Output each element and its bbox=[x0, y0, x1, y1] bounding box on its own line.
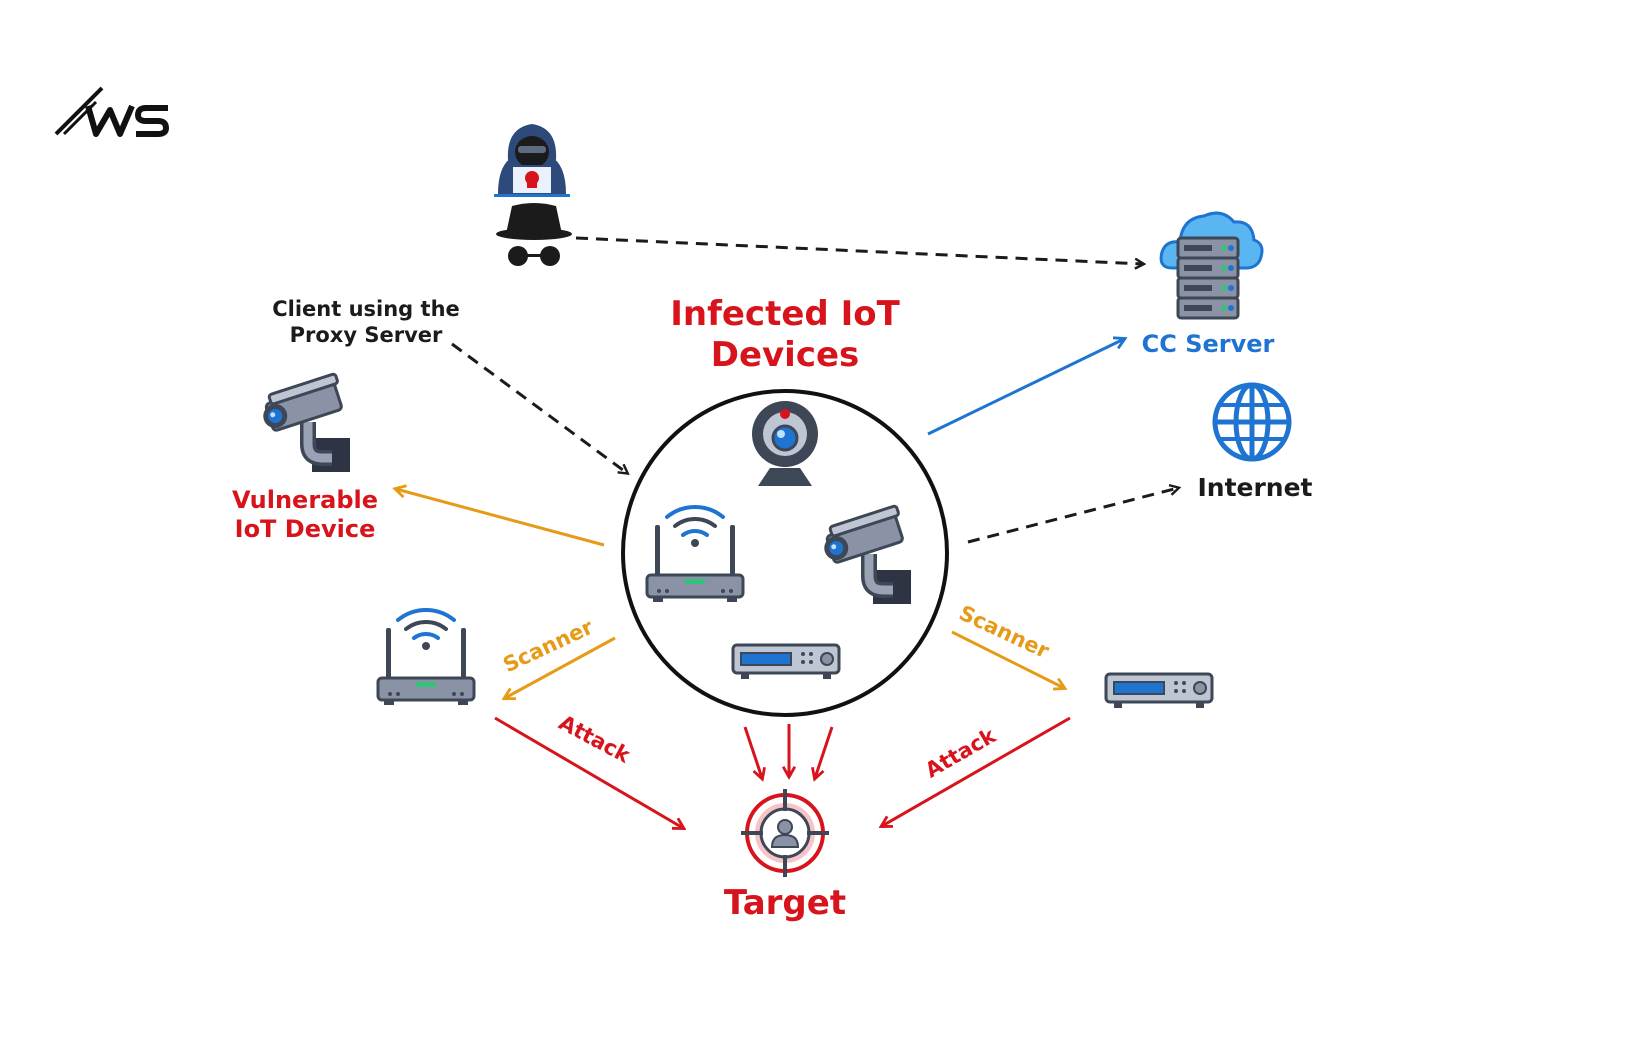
vulnerable-label-line1: Vulnerable bbox=[231, 486, 379, 514]
client-label-line1: Client using the bbox=[272, 297, 460, 321]
target-icon bbox=[741, 789, 829, 877]
edge-attack-right bbox=[882, 716, 1071, 826]
edge-devices-to-cc bbox=[927, 339, 1124, 436]
client-label-line2: Proxy Server bbox=[289, 323, 443, 347]
edge-attack-center-left bbox=[743, 726, 762, 778]
vulnerable-label-line2: IoT Device bbox=[234, 515, 376, 543]
infected-devices-circle bbox=[621, 389, 949, 717]
edge-attack-center-right bbox=[815, 726, 834, 778]
hacker-icon bbox=[494, 124, 570, 197]
edge-scanner-right bbox=[951, 630, 1064, 688]
globe-icon bbox=[1212, 382, 1292, 462]
dvr-box-icon bbox=[731, 643, 841, 681]
edge-client-to-devices bbox=[451, 342, 627, 473]
vulnerable-cctv-icon bbox=[257, 373, 350, 472]
infected-title-line2: Devices bbox=[710, 335, 860, 375]
target-label: Target bbox=[723, 883, 847, 923]
vulnerable-device-label: Vulnerable IoT Device bbox=[195, 486, 415, 544]
webcam-icon bbox=[752, 401, 818, 486]
edge-devices-to-vulnerable bbox=[396, 489, 605, 547]
vulnerable-dvr-icon bbox=[1104, 672, 1214, 710]
edge-scanner-left bbox=[505, 636, 616, 698]
infected-title-line1: Infected IoT bbox=[670, 294, 900, 334]
internet-label: Internet bbox=[1197, 473, 1313, 502]
client-label: Client using the Proxy Server bbox=[236, 296, 496, 348]
spy-icon bbox=[496, 203, 572, 266]
logo-icon bbox=[54, 86, 170, 137]
cloud-server-icon bbox=[1159, 211, 1264, 320]
infected-devices-title: Infected IoT Devices bbox=[615, 294, 955, 376]
edge-devices-to-internet bbox=[967, 488, 1178, 544]
cc-server-label: CC Server bbox=[1141, 330, 1275, 358]
edge-attack-left bbox=[494, 716, 683, 828]
edge-client-to-cc bbox=[575, 236, 1143, 264]
vulnerable-router-icon bbox=[376, 607, 476, 707]
